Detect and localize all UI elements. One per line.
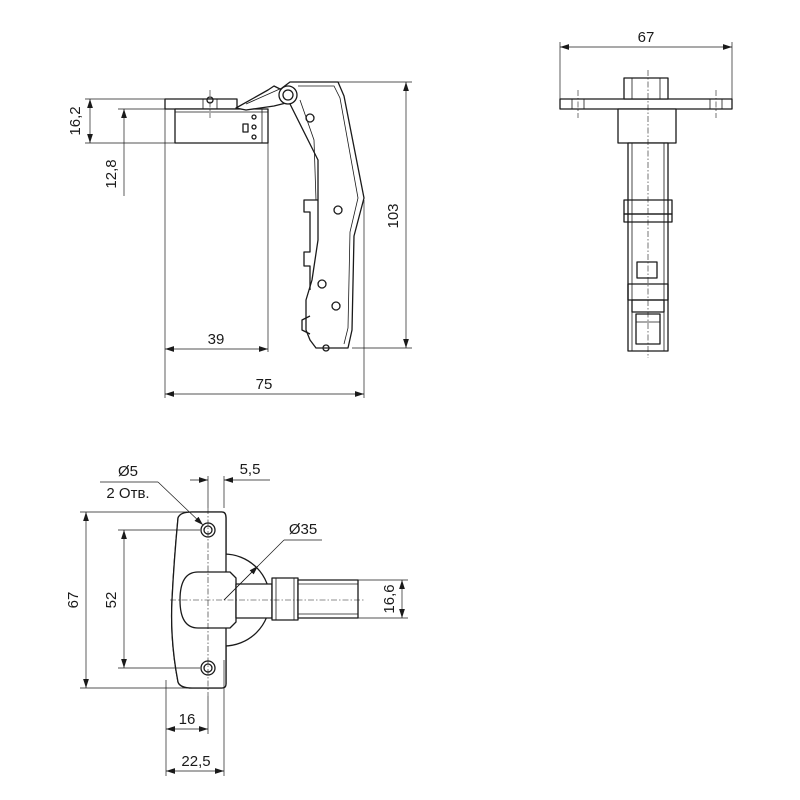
side-view-slot [242, 123, 249, 133]
side-view-cup [174, 108, 269, 144]
front-view-cup [617, 108, 677, 144]
dim-total-width: 75 [256, 376, 273, 393]
side-view: 16,2 12,8 103 39 75 [67, 81, 412, 398]
dim-cup-width: 39 [208, 331, 225, 348]
front-view-clip [623, 213, 673, 223]
front-view-plate [559, 98, 733, 110]
side-view-arm [281, 81, 365, 349]
side-view-hole [305, 113, 315, 123]
front-view-top-block [623, 77, 669, 100]
dim-arm-width: 16,6 [381, 584, 398, 613]
side-view-hook [301, 315, 311, 335]
side-view-hole [331, 301, 341, 311]
top-view-arm-neck [235, 583, 273, 619]
dim-edge-to-center: 22,5 [181, 753, 210, 770]
dim-total-height: 103 [385, 203, 402, 228]
side-view-rivet [251, 134, 257, 140]
dim-hole-diameter: Ø5 [118, 463, 138, 480]
side-view-hole [317, 279, 327, 289]
side-view-pivot [278, 85, 298, 105]
top-view-arm-body [297, 579, 359, 619]
front-view-clip [631, 299, 665, 313]
side-view-screw [202, 90, 218, 118]
front-view-latch [635, 313, 661, 345]
dim-plate-height: 67 [65, 592, 82, 609]
dim-plate-width: 67 [638, 29, 655, 46]
dim-cup-diameter: Ø35 [289, 521, 317, 538]
dim-cup-depth: 12,8 [103, 159, 120, 188]
front-view-clip-window [636, 261, 658, 279]
dim-hole-count: 2 Отв. [106, 485, 149, 502]
side-view-pin [322, 344, 330, 352]
side-view-hole [333, 205, 343, 215]
top-view: 67 52 16,6 16 22,5 5,5 Ø5 2 Отв. Ø35 [65, 461, 408, 776]
side-view-rivet [251, 124, 257, 130]
dim-hole-offset: 5,5 [240, 461, 261, 478]
side-view-rivet [251, 114, 257, 120]
dim-flange-thickness: 16,2 [67, 106, 84, 135]
dim-hole-to-center: 16 [179, 711, 196, 728]
dim-hole-spacing: 52 [103, 592, 120, 609]
front-view: 67 [559, 29, 733, 358]
side-view-teeth [303, 199, 318, 290]
side-view-flange [164, 98, 238, 110]
